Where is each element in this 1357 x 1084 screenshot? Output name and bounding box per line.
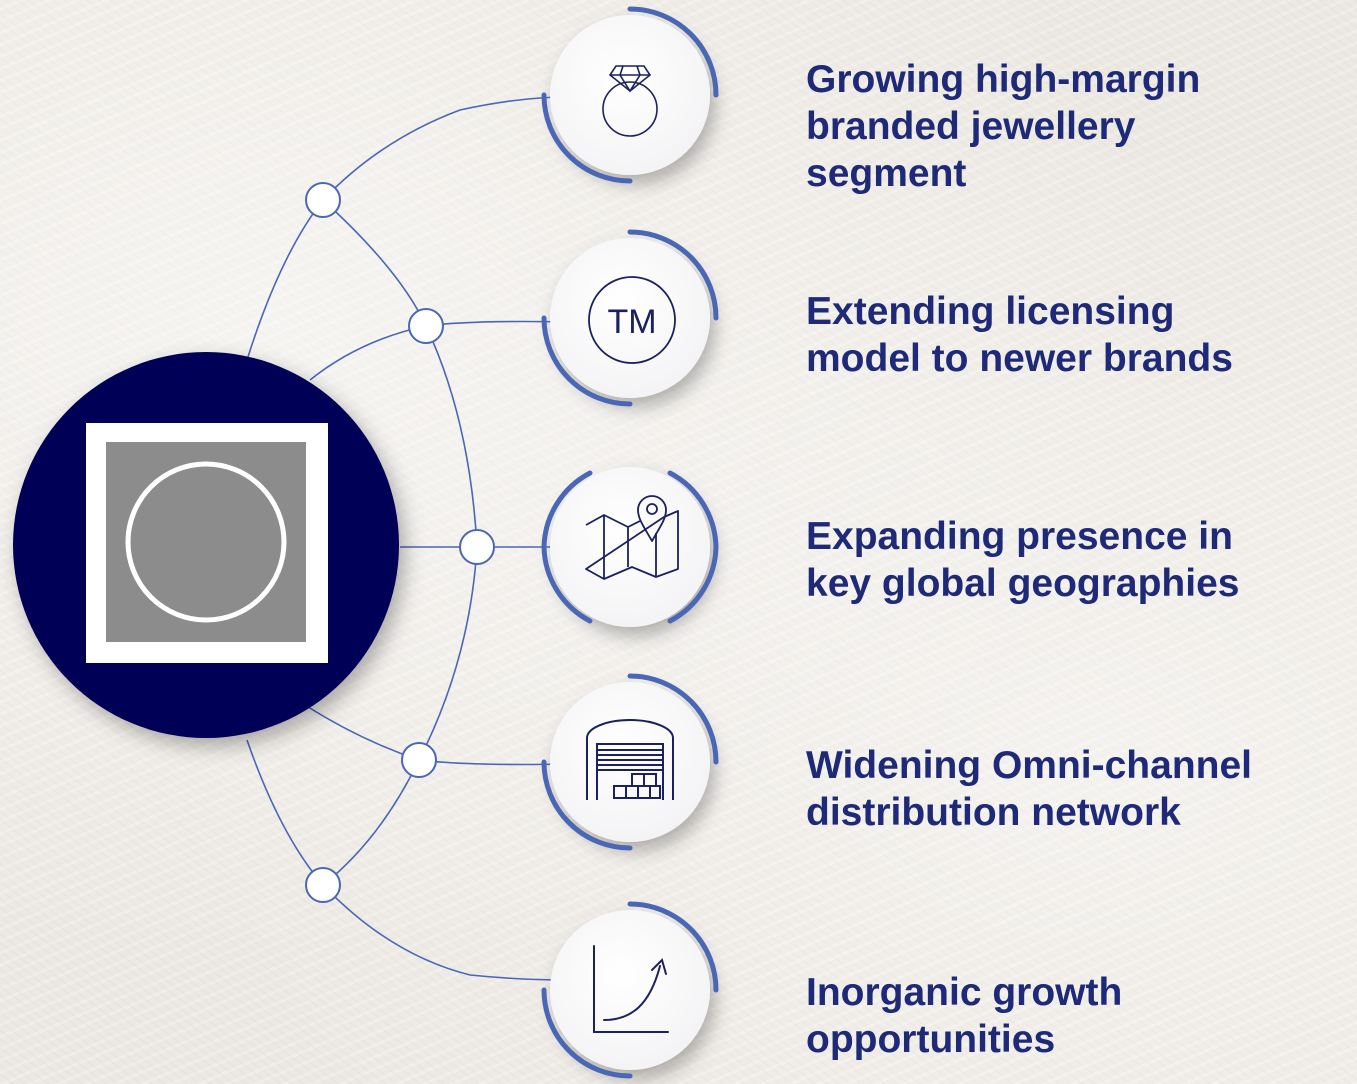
item-label-0: Growing high-margin branded jewellery se… [806,58,1201,195]
item-label-1: Extending licensing model to newer brand… [806,290,1233,380]
hub-inner [106,442,306,642]
map-pin-icon [585,495,679,580]
junction-node [305,182,341,218]
icon-badge-3 [541,673,719,851]
icon-badge-4 [541,901,719,1079]
outer-arc [246,96,567,361]
outer-arc-lower [246,739,567,981]
item-label-2: Expanding presence in key global geograp… [806,515,1240,605]
junction-node [305,867,341,903]
hub [13,352,399,738]
diamond-ring-icon [602,65,658,137]
trademark-icon: TM [588,276,676,364]
svg-text:TM: TM [607,303,656,341]
icon-badge-0 [541,6,719,184]
junction-node [459,529,495,565]
junction-nodes [305,182,495,903]
junction-node [408,308,444,344]
warehouse-icon [586,719,674,800]
ring-outline-icon [125,461,287,623]
item-label-4: Inorganic growth opportunities [806,971,1123,1061]
junction-node [401,742,437,778]
growth-chart-icon [593,945,669,1033]
icon-badge-1: TM [541,229,719,407]
item-label-3: Widening Omni-channel distribution netwo… [806,744,1252,834]
icon-badge-2 [541,467,719,627]
